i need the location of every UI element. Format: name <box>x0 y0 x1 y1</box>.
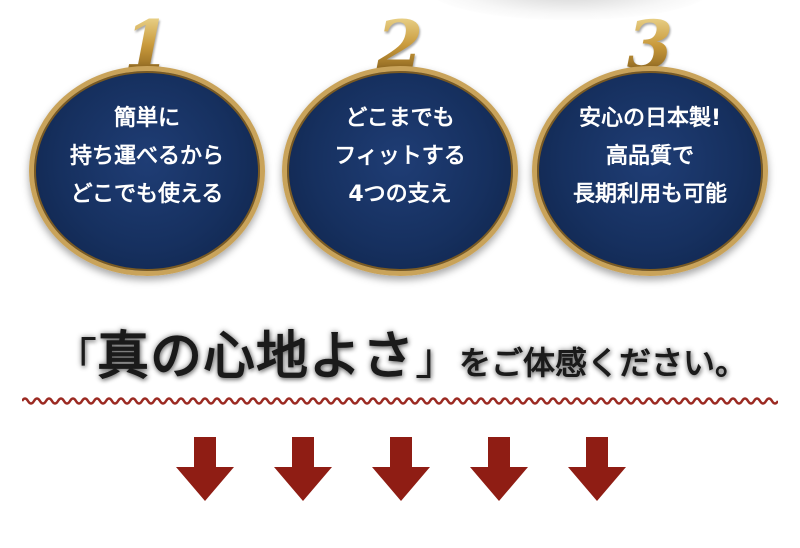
headline-rest: をご体感ください。 <box>459 344 748 382</box>
down-arrow-icon <box>176 437 234 501</box>
feature-badge-1: 1 簡単に 持ち運べるから どこでも使える <box>28 0 266 290</box>
feature-circle <box>29 66 265 276</box>
feature-line: どこでも使える <box>70 182 224 207</box>
headline-emphasis: 真の心地よさ <box>96 326 415 387</box>
down-arrow-icon <box>568 437 626 501</box>
wavy-divider <box>22 397 778 405</box>
feature-badge-3: 3 安心の日本製! 高品質で 長期利用も可能 <box>531 0 769 290</box>
feature-line: 簡単に <box>113 106 180 131</box>
feature-line: 高品質で <box>605 144 694 169</box>
headline-close-bracket: 」 <box>415 334 459 385</box>
feature-text: 簡単に 持ち運べるから どこでも使える <box>28 100 266 214</box>
feature-line: 4つの支え <box>348 182 452 207</box>
feature-line: 安心の日本製! <box>578 106 722 131</box>
top-decoration <box>430 0 710 20</box>
down-arrow-icon <box>470 437 528 501</box>
feature-circle <box>532 66 768 276</box>
down-arrow-icon <box>372 437 430 501</box>
feature-line: どこまでも <box>345 106 455 131</box>
headline-open-bracket: 「 <box>52 334 97 385</box>
feature-line: フィットする <box>334 144 466 169</box>
feature-badge-2: 2 どこまでも フィットする 4つの支え <box>281 0 519 290</box>
headline: 「真の心地よさ」をご体感ください。 <box>0 314 800 389</box>
down-arrows <box>176 437 626 503</box>
feature-text: 安心の日本製! 高品質で 長期利用も可能 <box>531 100 769 214</box>
down-arrow-icon <box>274 437 332 501</box>
feature-circle <box>282 66 518 276</box>
feature-text: どこまでも フィットする 4つの支え <box>281 100 519 214</box>
feature-line: 長期利用も可能 <box>572 182 727 207</box>
feature-line: 持ち運べるから <box>69 144 224 169</box>
